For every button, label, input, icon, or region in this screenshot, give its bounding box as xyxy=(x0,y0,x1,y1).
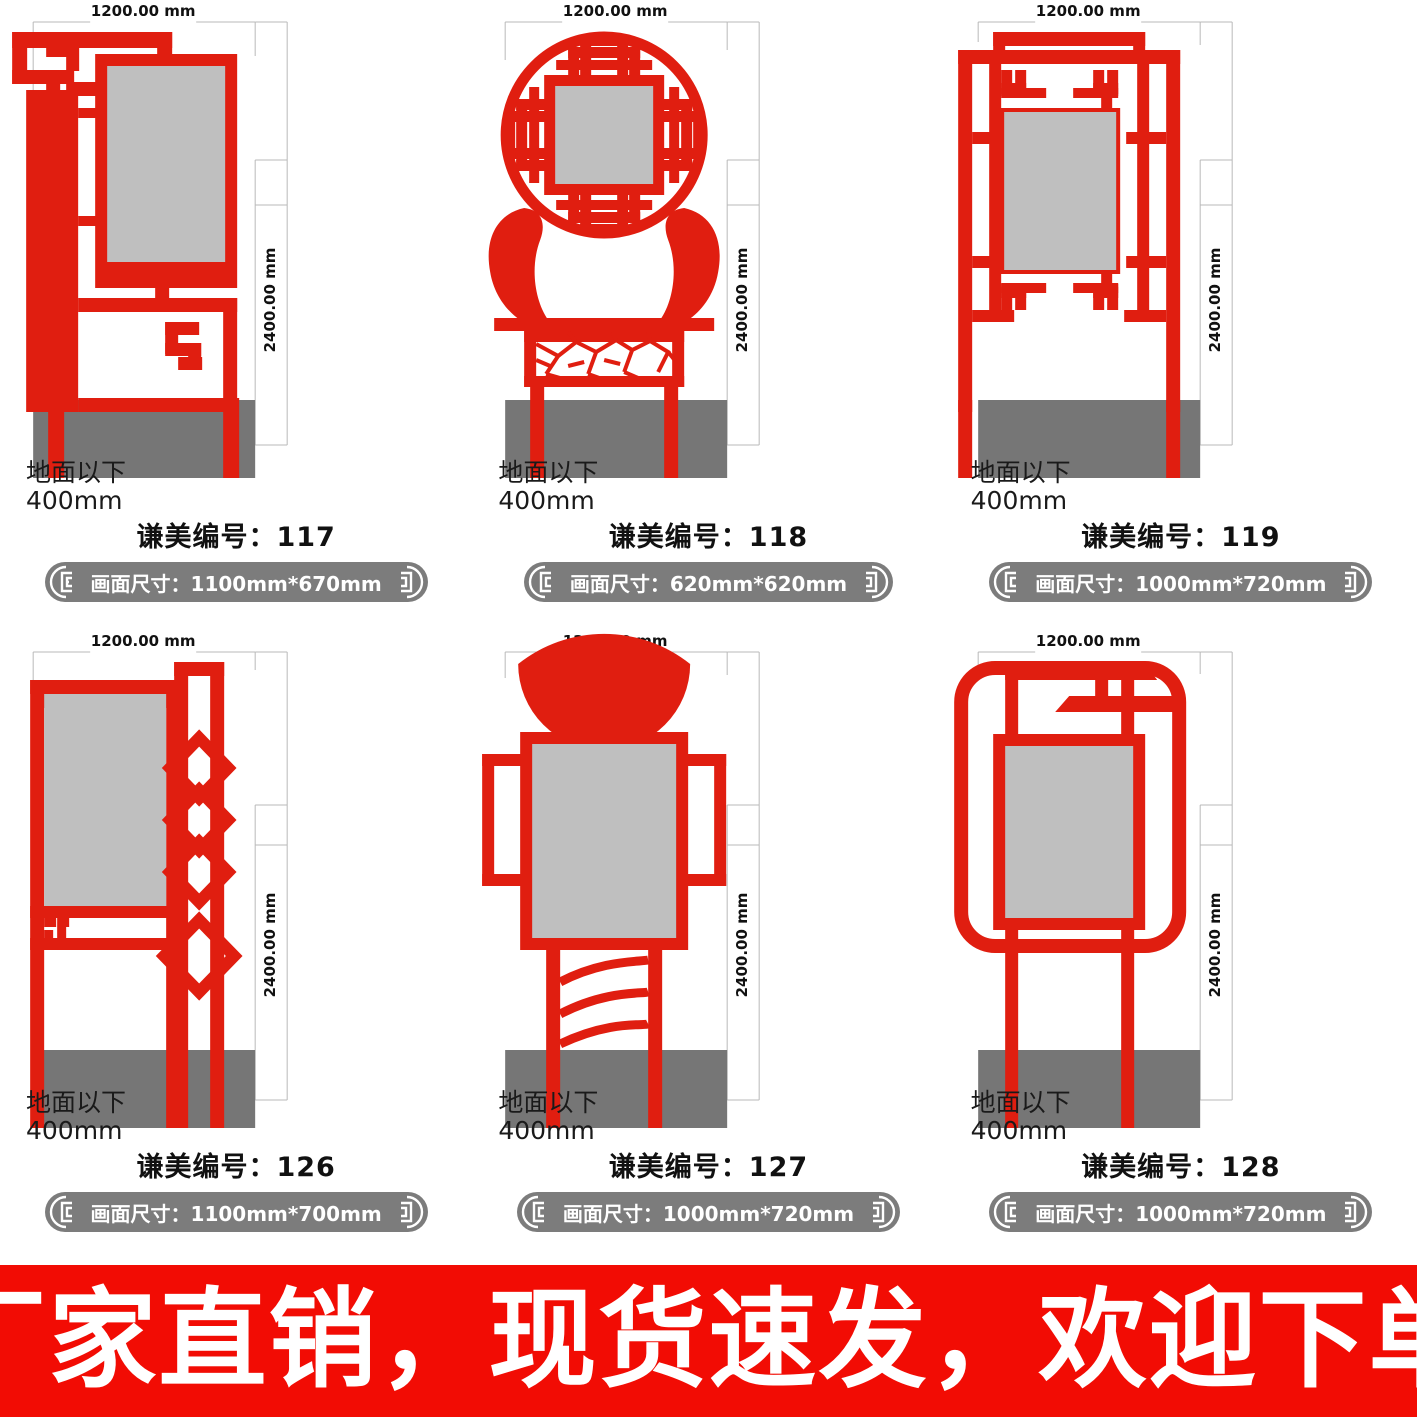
fret-ornament-right-icon xyxy=(1334,565,1368,599)
promo-banner: 厂家直销，现货速发，欢迎下单 xyxy=(0,1265,1417,1417)
arc-motifs-127 xyxy=(558,955,651,1049)
ground-block-119 xyxy=(977,400,1200,478)
red-frame-118 xyxy=(488,31,721,478)
fret-ornament-left-icon xyxy=(528,565,562,599)
fret-ornament-right-icon xyxy=(855,565,889,599)
fret-ornament-left-icon xyxy=(49,1195,83,1229)
red-frame-117 xyxy=(12,32,240,478)
dimension-lines-119 xyxy=(977,21,1233,446)
promo-banner-text: 厂家直销，现货速发，欢迎下单 xyxy=(0,1278,1417,1403)
fret-ornament-right-icon xyxy=(390,1195,424,1229)
size-badge-text-119: 画面尺寸：1000mm*720mm xyxy=(1035,571,1327,596)
height-dimension-126: 2400.00 mm xyxy=(261,893,279,998)
ground-depth-label-117: 地面以下 400mm xyxy=(26,458,127,515)
product-card-117[interactable]: 1200.00 mm 2400.00 mm xyxy=(0,0,472,630)
product-drawing-117: 1200.00 mm 2400.00 mm xyxy=(0,0,472,520)
diamond-motifs-126 xyxy=(155,729,243,1001)
size-badge-text-128: 画面尺寸：1000mm*720mm xyxy=(1035,1201,1327,1226)
height-dimension-127: 2400.00 mm xyxy=(733,893,751,998)
model-number-118: 谦美编号：118 xyxy=(608,522,809,553)
width-dimension-128: 1200.00 mm xyxy=(1035,632,1140,650)
fan-motif-127 xyxy=(518,633,691,750)
width-dimension-118: 1200.00 mm xyxy=(563,2,668,20)
model-number-117: 谦美编号：117 xyxy=(136,522,336,553)
ice-crack-pattern-118 xyxy=(535,330,679,381)
red-frame-119 xyxy=(957,32,1180,478)
product-drawing-127: 1200.00 mm 2400.00 mm xyxy=(472,630,944,1150)
model-number-127: 谦美编号：127 xyxy=(608,1152,809,1183)
height-dimension-119: 2400.00 mm xyxy=(1206,248,1224,353)
width-dimension-117: 1200.00 mm xyxy=(91,2,196,20)
ground-depth-label-127: 地面以下 400mm xyxy=(498,1088,599,1145)
red-frame-128 xyxy=(953,661,1186,1128)
ground-depth-label-118: 地面以下 400mm xyxy=(498,458,599,515)
dimension-lines-128 xyxy=(977,651,1233,1101)
ground-block-117 xyxy=(33,400,256,478)
product-drawing-126: 1200.00 mm 2400.00 mm xyxy=(0,630,472,1150)
product-grid: 1200.00 mm 2400.00 mm xyxy=(0,0,1417,1260)
size-badge-117: 画面尺寸：1100mm*670mm xyxy=(44,562,428,602)
ground-depth-label-128: 地面以下 400mm xyxy=(970,1088,1071,1145)
fret-ornament-left-icon xyxy=(49,565,83,599)
fret-ornament-left-icon xyxy=(521,1195,555,1229)
width-dimension-119: 1200.00 mm xyxy=(1035,2,1140,20)
product-drawing-119: 1200.00 mm 2400.00 mm xyxy=(945,0,1417,520)
product-card-128[interactable]: 1200.00 mm 2400.00 mm xyxy=(945,630,1417,1260)
height-dimension-128: 2400.00 mm xyxy=(1206,893,1224,998)
red-frame-127 xyxy=(482,633,727,1128)
product-card-127[interactable]: 1200.00 mm 2400.00 mm xyxy=(472,630,944,1260)
fret-ornament-right-icon xyxy=(1334,1195,1368,1229)
size-badge-118: 画面尺寸：620mm*620mm xyxy=(523,562,894,602)
red-frame-126 xyxy=(30,662,243,1128)
size-badge-text-126: 画面尺寸：1100mm*700mm xyxy=(90,1201,382,1226)
height-dimension-117: 2400.00 mm xyxy=(261,248,279,353)
left-shoulder-118 xyxy=(488,208,549,320)
width-dimension-126: 1200.00 mm xyxy=(91,632,196,650)
product-card-118[interactable]: 1200.00 mm 2400.00 mm xyxy=(472,0,944,630)
size-badge-text-117: 画面尺寸：1100mm*670mm xyxy=(90,571,382,596)
fret-ornament-right-icon xyxy=(390,565,424,599)
banner-top-128 xyxy=(1004,664,1173,712)
product-card-126[interactable]: 1200.00 mm 2400.00 mm xyxy=(0,630,472,1260)
model-number-119: 谦美编号：119 xyxy=(1081,522,1281,553)
dimension-lines-118 xyxy=(504,21,760,446)
fret-ornament-left-icon xyxy=(993,565,1027,599)
fret-ornament-left-icon xyxy=(993,1195,1027,1229)
size-badge-text-118: 画面尺寸：620mm*620mm xyxy=(569,571,848,596)
product-drawing-118: 1200.00 mm 2400.00 mm xyxy=(472,0,944,520)
model-number-128: 谦美编号：128 xyxy=(1081,1152,1281,1183)
size-badge-119: 画面尺寸：1000mm*720mm xyxy=(989,562,1373,602)
size-badge-text-127: 画面尺寸：1000mm*720mm xyxy=(562,1201,855,1226)
ground-block-127 xyxy=(505,1050,728,1128)
fret-ornament-right-icon xyxy=(862,1195,896,1229)
size-badge-127: 画面尺寸：1000mm*720mm xyxy=(516,1192,901,1232)
right-shoulder-118 xyxy=(660,208,721,320)
height-dimension-118: 2400.00 mm xyxy=(733,248,751,353)
ground-depth-label-119: 地面以下 400mm xyxy=(970,458,1071,515)
ground-depth-label-126: 地面以下 400mm xyxy=(26,1088,127,1145)
product-card-119[interactable]: 1200.00 mm 2400.00 mm xyxy=(945,0,1417,630)
model-number-126: 谦美编号：126 xyxy=(136,1152,336,1183)
product-drawing-128: 1200.00 mm 2400.00 mm xyxy=(945,630,1417,1150)
size-badge-128: 画面尺寸：1000mm*720mm xyxy=(989,1192,1373,1232)
size-badge-126: 画面尺寸：1100mm*700mm xyxy=(44,1192,428,1232)
